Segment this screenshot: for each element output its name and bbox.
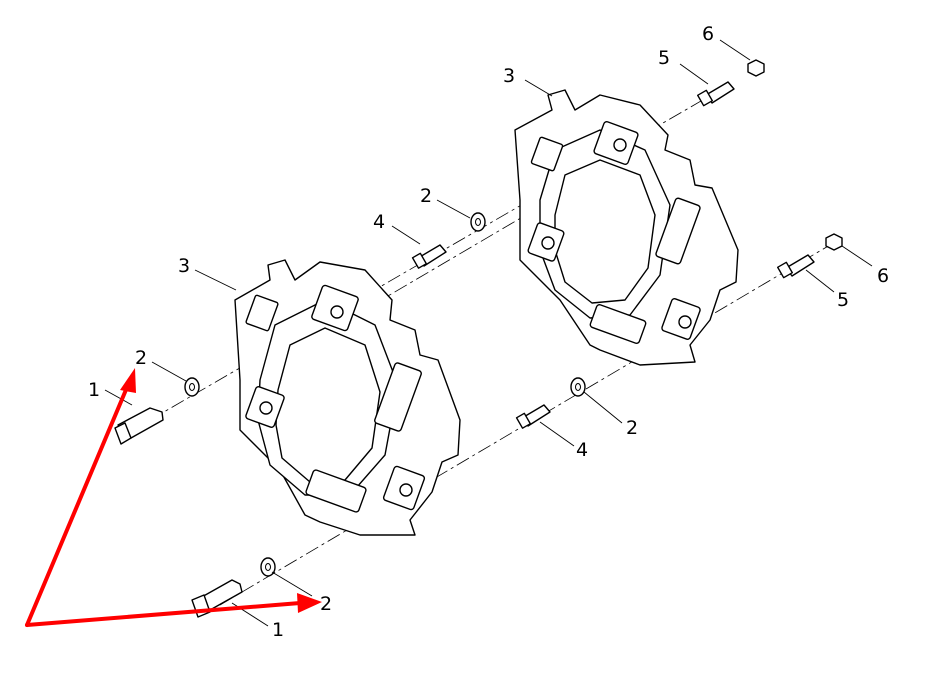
callout-4-middle: 4 [373, 211, 385, 233]
callout-6-right: 6 [877, 265, 889, 287]
callout-1-lower: 1 [272, 619, 284, 641]
bolt-upper [114, 407, 164, 445]
callout-5-right: 5 [837, 289, 849, 311]
callout-1-upper: 1 [88, 379, 100, 401]
callout-2-left: 2 [135, 347, 147, 369]
callout-labels: 6 5 3 2 4 6 5 3 2 1 2 4 2 1 [88, 23, 889, 641]
red-annotation-arrows [25, 368, 322, 627]
callout-2-middle: 2 [420, 185, 432, 207]
callout-5-top: 5 [658, 47, 670, 69]
callout-3-front: 3 [178, 255, 190, 277]
callout-2-arrow-target: 2 [320, 593, 332, 615]
callout-2-lower-right: 2 [626, 417, 638, 439]
washer-parts [184, 212, 586, 577]
callout-4-lower: 4 [576, 439, 588, 461]
wheel-weight-rear [514, 89, 739, 366]
leader-lines [104, 39, 873, 627]
callout-3-rear: 3 [503, 65, 515, 87]
stud-parts [411, 81, 815, 429]
nut-parts [747, 59, 843, 251]
callout-6-top: 6 [702, 23, 714, 45]
wheel-weight-front [234, 259, 461, 536]
